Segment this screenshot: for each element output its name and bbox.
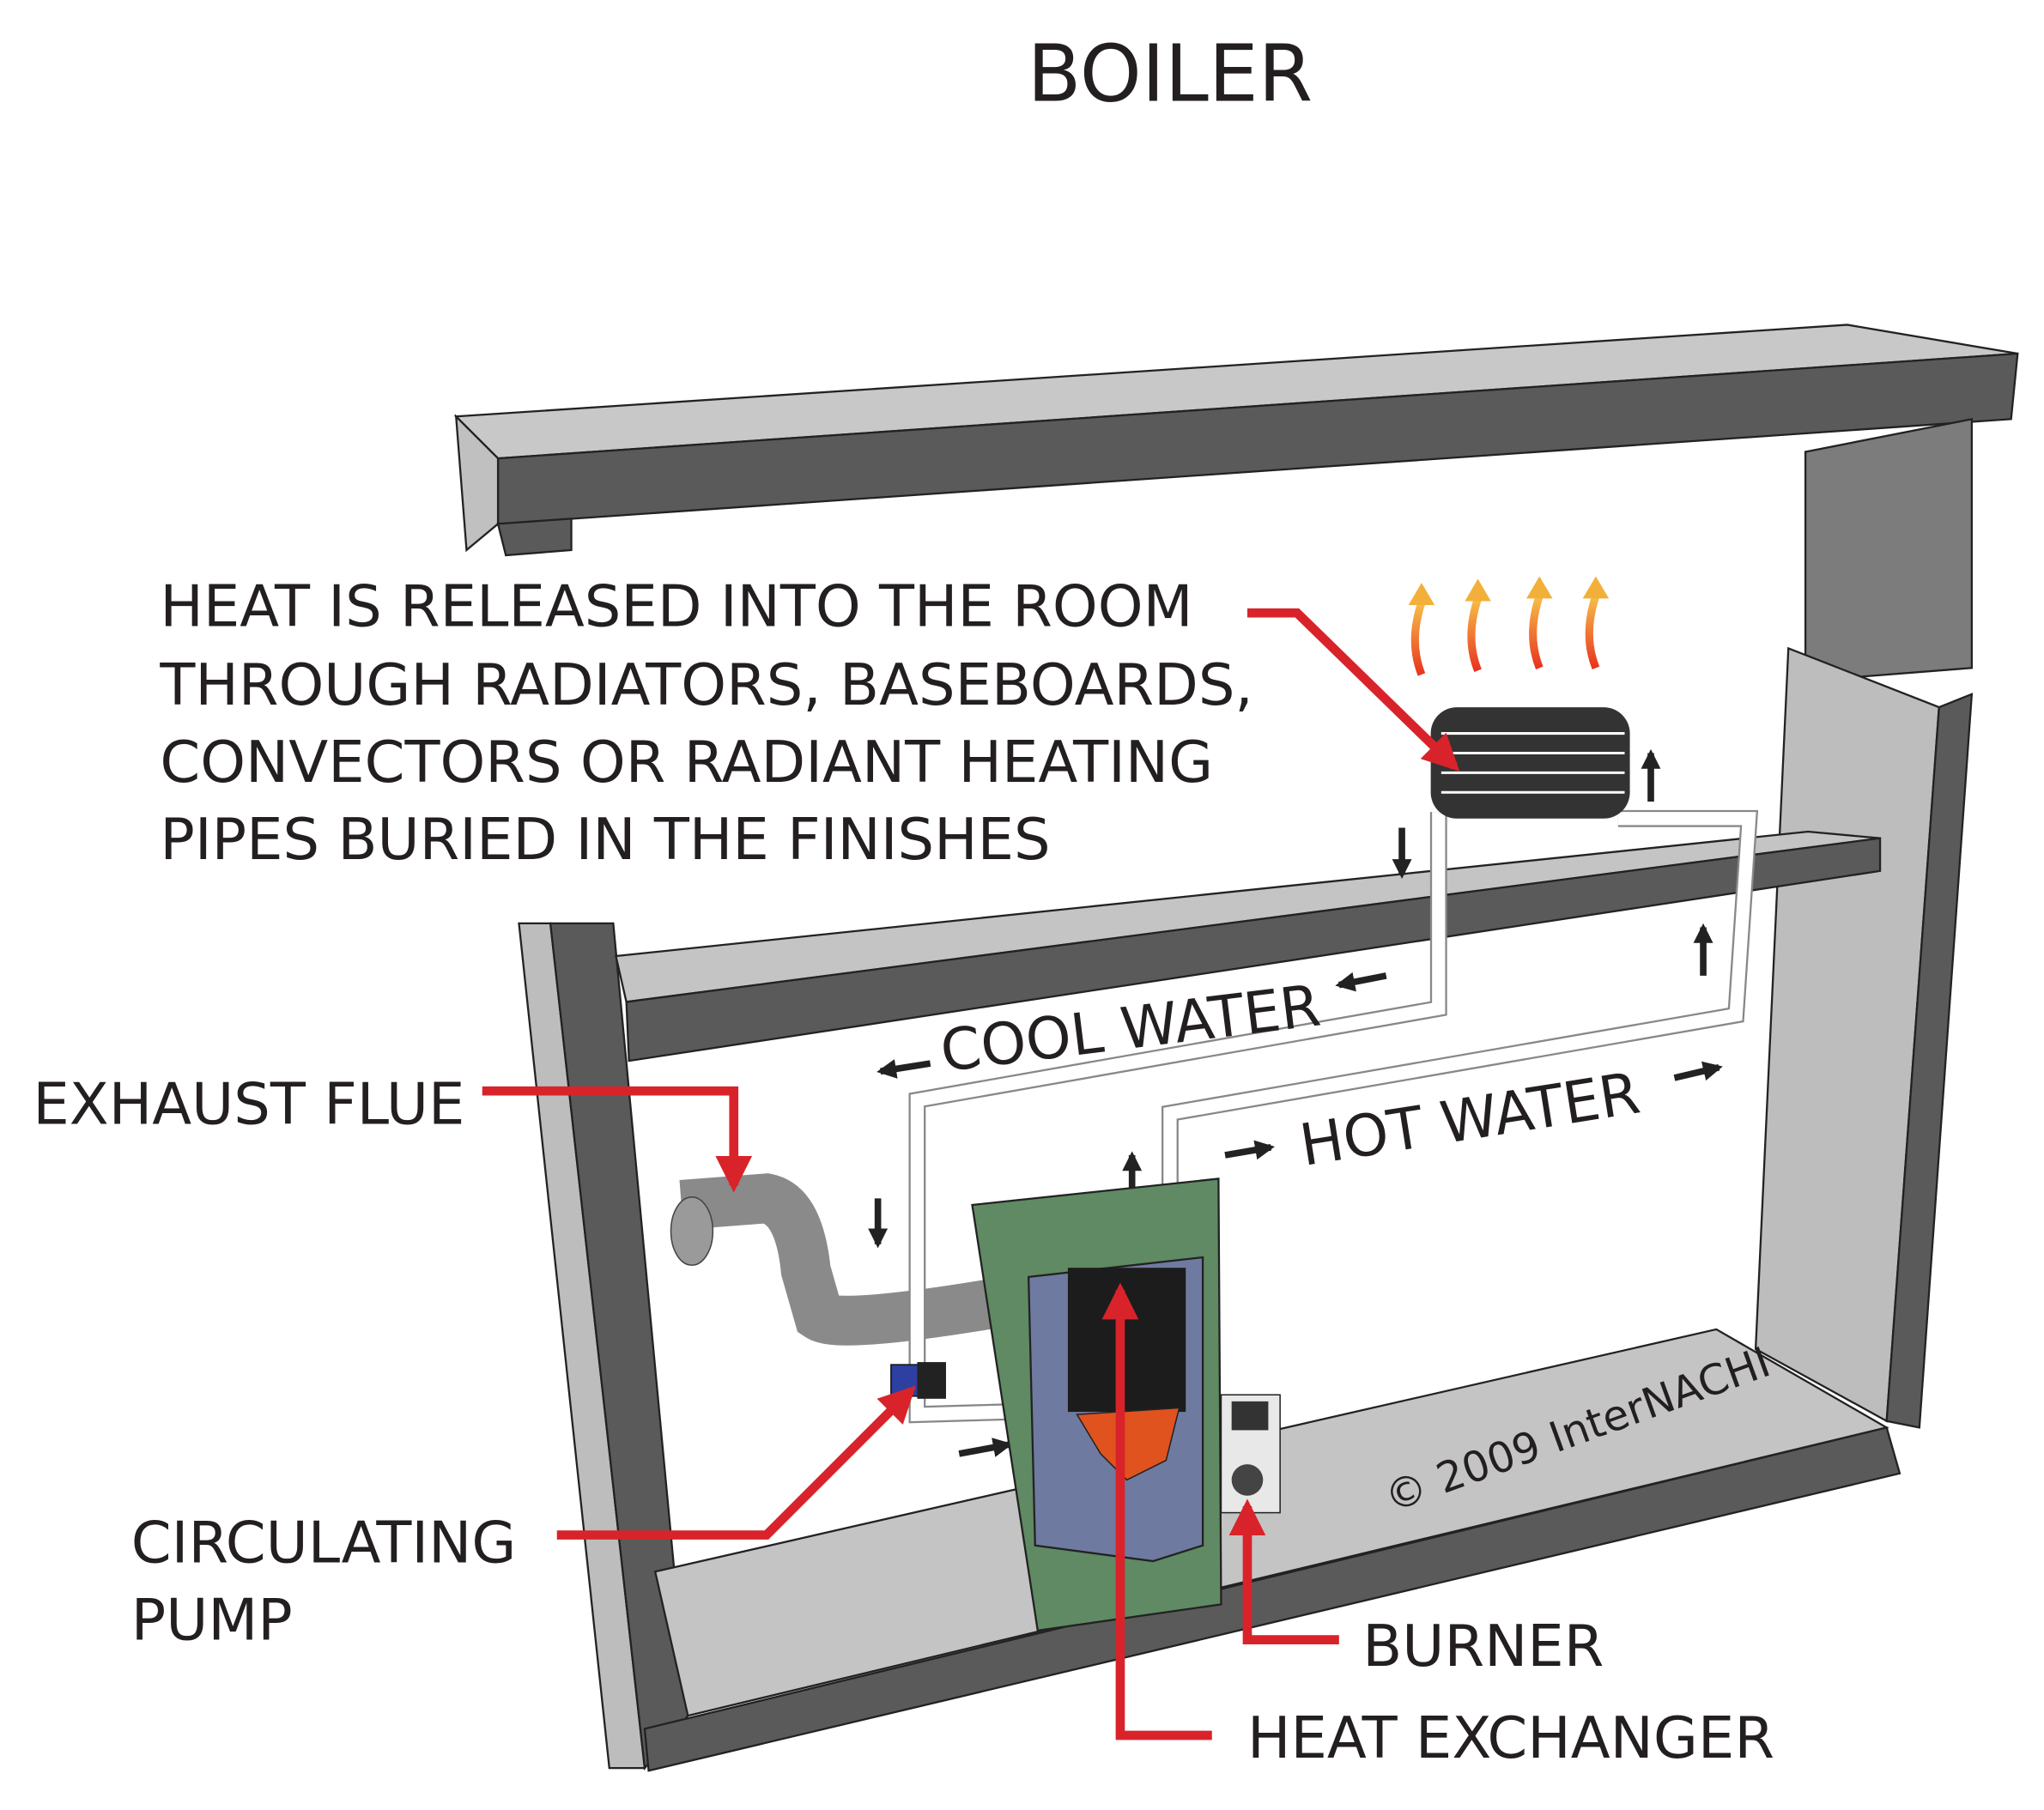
heat-release-label: HEAT IS RELEASED INTO THE ROOM THROUGH R… (159, 572, 1271, 873)
flue-elbow (670, 1196, 714, 1266)
exhaust-flue-label: EXHAUST FLUE (33, 1070, 464, 1137)
radiator (1430, 707, 1630, 819)
house-frame (453, 324, 2019, 1772)
callout-lines (482, 608, 1460, 1740)
heat-exchanger-label: HEAT EXCHANGER (1247, 1704, 1774, 1771)
water-pipes (908, 809, 1759, 1424)
burner-flame (1076, 1407, 1180, 1481)
exhaust-flue-pipe (679, 1173, 1000, 1346)
circulating-pump-label: CIRCULATING PUMP (131, 1510, 535, 1654)
burner-label: BURNER (1362, 1613, 1604, 1680)
circulating-pump (890, 1362, 946, 1399)
diagram-title: BOILER (1028, 28, 1313, 120)
heat-arrow-heads (1408, 576, 1610, 606)
heat-rising-arrows (1410, 594, 1600, 676)
